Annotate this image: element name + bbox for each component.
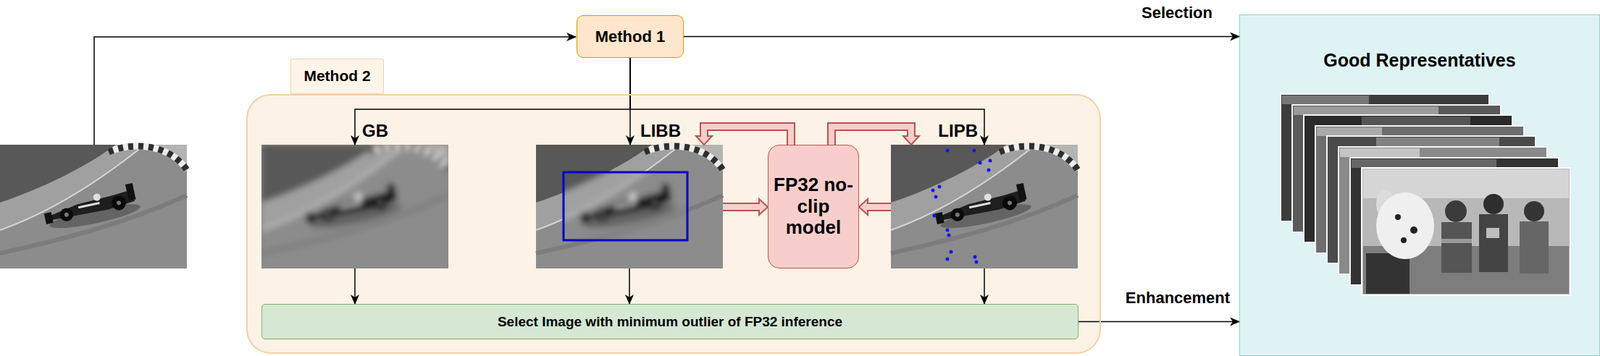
block-arrow-fill — [866, 204, 891, 211]
photo-stack — [1486, 228, 1500, 239]
point-blur-photo — [945, 257, 950, 262]
connector-arrow — [1078, 321, 1240, 323]
photo-stack — [1361, 116, 1471, 126]
photo-stack — [1400, 237, 1407, 244]
region-heading: Method 2 — [290, 58, 384, 95]
photo-stack — [1366, 253, 1410, 295]
connector-arrow — [630, 57, 985, 145]
box-blur-photo — [563, 172, 688, 241]
gaussian-blur-photo — [261, 144, 449, 269]
connector-arrow — [354, 57, 631, 145]
photo-stack — [1376, 192, 1435, 260]
image-panel: LIBB — [535, 144, 723, 269]
point-blur-photo — [987, 168, 991, 173]
image-label: GB — [362, 120, 389, 142]
connector-line — [630, 57, 985, 145]
method-name: Method 1 — [595, 27, 666, 46]
photo-stack — [1316, 127, 1382, 137]
point-blur-photo — [890, 144, 1078, 269]
point-blur-photo — [932, 214, 937, 219]
connector-arrow — [984, 268, 986, 305]
panel-title: Good Representatives — [1240, 49, 1600, 71]
connector-line — [354, 57, 631, 145]
connector-arrow — [683, 36, 1240, 37]
block-arrow — [722, 199, 768, 216]
point-blur-photo — [978, 161, 983, 166]
point-blur-photo — [972, 149, 977, 153]
model-name: FP32 no-clip model — [772, 174, 854, 240]
block-arrow-fill — [722, 204, 761, 211]
connector-line — [983, 268, 986, 305]
gaussian-blur-photo — [261, 144, 449, 269]
point-blur-photo — [947, 233, 952, 238]
connector-line — [683, 36, 1240, 38]
connector-line — [354, 268, 356, 305]
block-arrow — [831, 126, 920, 145]
photo-stack — [1479, 214, 1509, 273]
photo-stack — [1363, 169, 1569, 199]
photo-stack — [1376, 137, 1500, 147]
photo-stack — [1523, 201, 1545, 222]
photo-stack — [1444, 200, 1467, 223]
model-box: FP32 no-clip model — [767, 144, 860, 269]
connector-arrow — [629, 268, 631, 305]
box-blur-photo — [563, 172, 688, 241]
gaussian-blur-photo — [261, 144, 449, 269]
connector-line — [1078, 321, 1240, 324]
point-blur-photo — [949, 250, 954, 255]
box-blur-photo — [535, 144, 723, 269]
photo-stack — [1519, 221, 1549, 274]
edge-label: Enhancement — [1125, 288, 1230, 308]
block-arrow — [859, 199, 891, 216]
input-photo — [0, 144, 187, 269]
selection-rule: Select Image with minimum outlier of FP3… — [497, 314, 843, 331]
point-blur-photo — [945, 149, 950, 153]
block-arrow — [696, 126, 791, 145]
point-blur-photo — [931, 189, 936, 193]
photo-stack — [1483, 194, 1504, 215]
photo-stack — [1395, 214, 1401, 221]
image-panel: LIPB — [890, 144, 1078, 269]
photo-stack — [1361, 168, 1571, 296]
input-photo — [0, 144, 187, 269]
image-panel: GB — [261, 144, 449, 269]
point-blur-photo — [937, 185, 942, 190]
connector-arrow — [354, 268, 356, 305]
point-blur-photo — [988, 159, 993, 163]
edge-label: Selection — [1141, 3, 1213, 23]
output-panel: Good Representatives — [1239, 14, 1600, 356]
block-arrow-fill — [831, 126, 912, 145]
block-arrow-outline — [831, 126, 912, 145]
block-arrow-fill — [704, 126, 791, 145]
photo-stack — [1293, 106, 1439, 116]
image-label: LIPB — [937, 120, 978, 142]
image-label: LIBB — [640, 120, 681, 142]
photo-stack — [1280, 94, 1571, 296]
point-blur-photo — [934, 195, 938, 200]
method2-ground — [246, 94, 1101, 355]
input-arrow — [94, 36, 576, 145]
point-blur-photo — [931, 149, 993, 265]
point-blur-photo — [973, 255, 978, 260]
photo-stack — [1410, 226, 1418, 234]
photo-stack — [1282, 95, 1369, 105]
connector-line — [628, 268, 631, 305]
point-blur-photo — [890, 144, 1078, 269]
photo-stack — [1351, 159, 1497, 169]
box-blur-photo — [535, 144, 723, 269]
box-blur-photo — [563, 172, 688, 241]
gaussian-blur-photo — [261, 144, 449, 269]
photo-stack — [1339, 148, 1420, 158]
point-blur-photo — [945, 228, 950, 233]
method-region: Method 2GBLIBBFP32 no-clip modelLIPBSele… — [246, 94, 1101, 355]
method-box: Method 1 — [576, 15, 684, 58]
photo-stack — [1441, 222, 1472, 274]
photo-stack — [1441, 239, 1472, 244]
block-arrow-outline — [704, 126, 791, 145]
point-blur-photo — [974, 260, 979, 265]
representatives-ground — [1239, 14, 1600, 356]
selection-bar: Select Image with minimum outlier of FP3… — [261, 304, 1079, 340]
